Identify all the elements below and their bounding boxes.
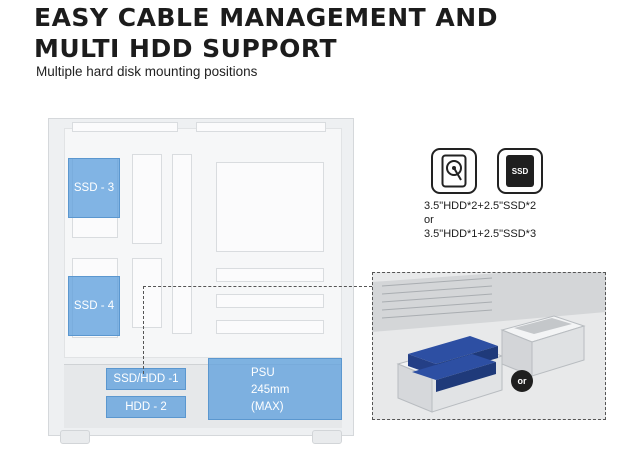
config-option-2: 3.5"HDD*1+2.5"SSD*3 (424, 228, 537, 240)
title-line-2: MULTI HDD SUPPORT (34, 34, 338, 63)
top-rail (72, 122, 178, 132)
cpu-cutout (216, 162, 324, 252)
psu-label: PSU (251, 367, 275, 379)
ssd-3-label: SSD - 3 (73, 182, 115, 194)
hdd-icon (431, 148, 477, 194)
bracket-lower (132, 258, 162, 328)
page-title: EASY CABLE MANAGEMENT AND MULTI HDD SUPP… (34, 2, 498, 64)
psu-max-label: (MAX) (251, 401, 284, 413)
ssd-icon: SSD (497, 148, 543, 194)
case-foot-right (312, 430, 342, 444)
psu-length-label: 245mm (251, 384, 290, 396)
connector-line (143, 286, 372, 374)
pcie-slot-1 (216, 268, 324, 282)
config-option-1: 3.5"HDD*2+2.5"SSD*2 (424, 200, 537, 212)
ssd-4-label: SSD - 4 (73, 300, 115, 312)
top-vent (196, 122, 326, 132)
case-foot-left (60, 430, 90, 444)
ssd-4-mount: SSD - 4 (68, 276, 120, 336)
psu-bay: PSU 245mm (MAX) (208, 358, 342, 420)
cable-channel (172, 154, 192, 334)
drive-cage-illustration (372, 272, 606, 420)
ssd-icon-label: SSD (506, 155, 534, 187)
ssd-hdd-1-label: SSD/HDD -1 (113, 373, 179, 385)
ssd-3-mount: SSD - 3 (68, 158, 120, 218)
hdd-glyph (441, 154, 467, 188)
photo-frame (372, 272, 606, 420)
case-diagram: SSD - 3 SSD - 4 SSD/HDD -1 HDD - 2 PSU 2… (48, 118, 354, 448)
subtitle: Multiple hard disk mounting positions (36, 64, 258, 79)
or-badge: or (511, 370, 533, 392)
pcie-slot-2 (216, 294, 324, 308)
drive-cage-photo: or (372, 272, 606, 420)
title-line-1: EASY CABLE MANAGEMENT AND (34, 3, 498, 32)
bracket-upper (132, 154, 162, 244)
hdd-2-label: HDD - 2 (125, 401, 167, 413)
ssd-hdd-1-bay: SSD/HDD -1 (106, 368, 186, 390)
hdd-2-bay: HDD - 2 (106, 396, 186, 418)
pcie-slot-3 (216, 320, 324, 334)
config-or: or (424, 214, 434, 226)
